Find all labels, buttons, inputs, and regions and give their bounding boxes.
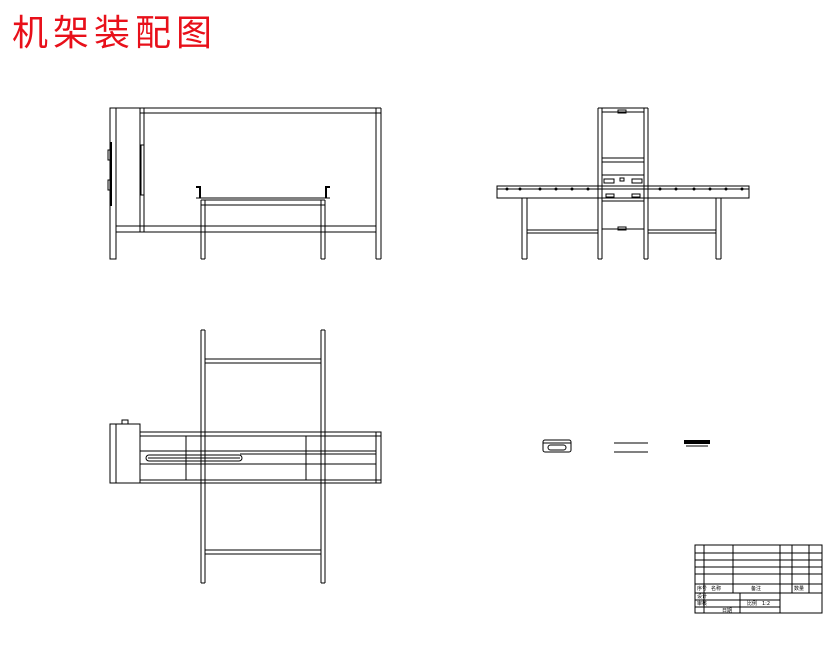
title-block-qty: 数量 <box>794 585 804 592</box>
title-block-scale-label: 比例 <box>747 600 757 607</box>
drawing-title: 机架装配图 <box>12 13 218 54</box>
title-block-remark: 备注 <box>751 585 761 592</box>
title-block-scale: 1:2 <box>762 601 770 607</box>
title-block-date: 日期 <box>722 608 732 614</box>
title-block: 序号 名称 备注 数量 设计 审核 比例 1:2 日期 <box>694 544 823 614</box>
top-view <box>109 329 382 584</box>
title-block-review: 审核 <box>697 600 707 607</box>
side-view <box>496 107 750 260</box>
front-view <box>107 107 382 260</box>
title-block-index: 序号 <box>697 585 707 592</box>
title-block-name: 名称 <box>711 585 721 592</box>
title-block-design: 设计 <box>697 593 707 600</box>
detail-parts <box>542 439 710 453</box>
